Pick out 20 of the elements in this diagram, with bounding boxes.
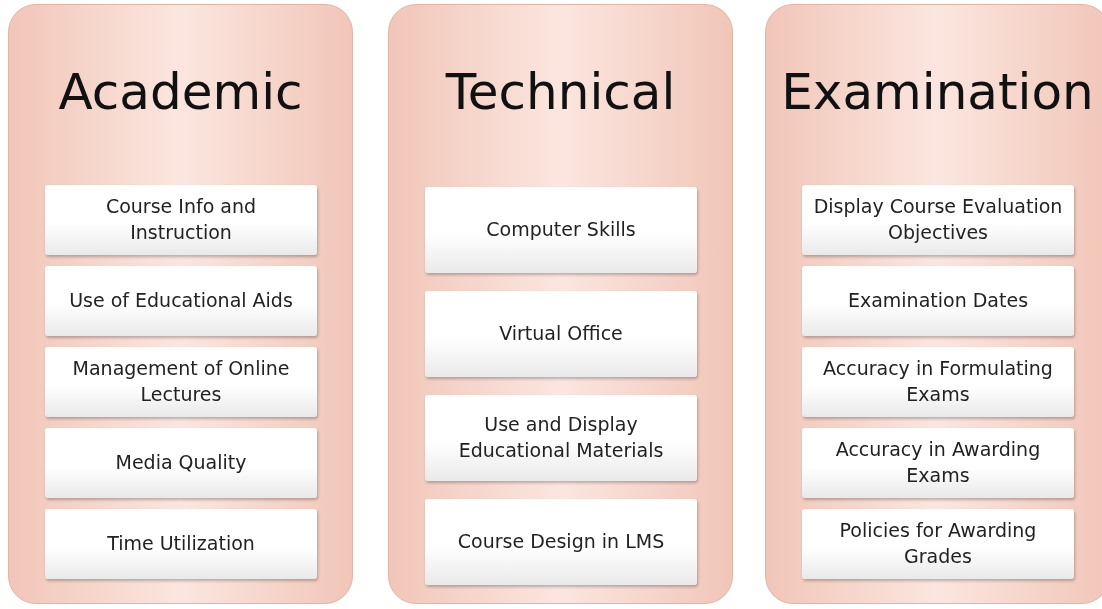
topic-card: Computer Skills [425, 187, 697, 273]
topic-card: Use of Educational Aids [45, 266, 317, 336]
topic-card: Management of Online Lectures [45, 347, 317, 417]
panel-title: Academic [57, 63, 304, 121]
category-panel [388, 4, 733, 604]
category-panel [765, 4, 1102, 604]
panel-title: Technical [444, 63, 677, 121]
topic-card: Accuracy in Awarding Exams [802, 428, 1074, 498]
topic-card: Policies for Awarding Grades [802, 509, 1074, 579]
topic-card: Examination Dates [802, 266, 1074, 336]
panel-title: Examination [780, 63, 1095, 121]
topic-card: Use and Display Educational Materials [425, 395, 697, 481]
topic-card: Display Course Evaluation Objectives [802, 185, 1074, 255]
topic-card: Course Design in LMS [425, 499, 697, 585]
topic-card: Media Quality [45, 428, 317, 498]
topic-card: Virtual Office [425, 291, 697, 377]
topic-card: Accuracy in Formulating Exams [802, 347, 1074, 417]
topic-card: Course Info and Instruction [45, 185, 317, 255]
category-panel [8, 4, 353, 604]
topic-card: Time Utilization [45, 509, 317, 579]
